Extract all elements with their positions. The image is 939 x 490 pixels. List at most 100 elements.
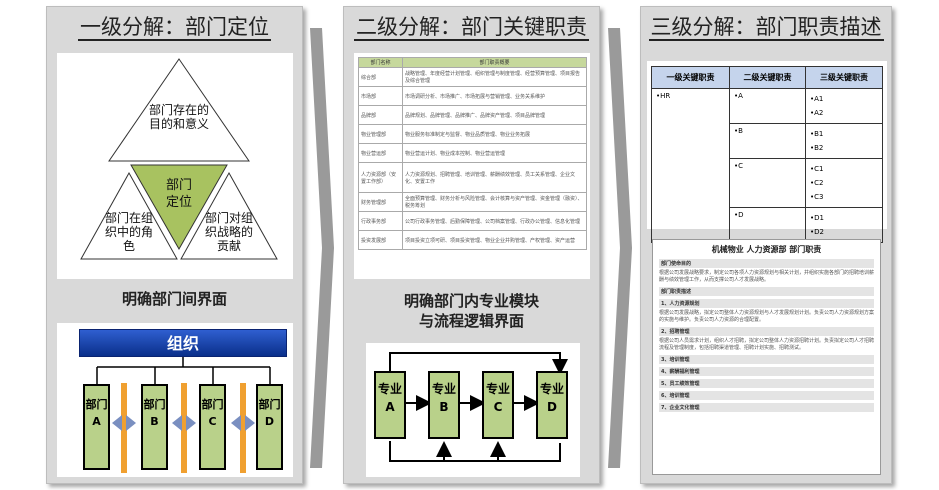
table-row: •HR•A •A1 •A2 (651, 88, 883, 243)
triangle-right (180, 171, 278, 260)
table-row: 市场部市场调研分析、市场推广、市场拓展与营销管理、业务关系维护 (358, 86, 587, 106)
l2-cell: •D (729, 207, 806, 243)
table-row: 投资发展部项目投资立项可研、项目投资管理、物业企业并购管理、产权管理、资产运营 (358, 230, 587, 250)
triangle-left-label: 部门在组织中的角色 (104, 211, 153, 253)
l3-cell: •C1 •C2 •C3 (805, 158, 883, 208)
table-row: 物业管理部物业服务标准制定与监督、物业品质管理、物业业务拓展 (358, 124, 587, 144)
dept-name-cell: 财务管理部 (358, 192, 403, 212)
org-diagram: 组织 部门A 部门B 部门 (57, 323, 293, 477)
l1-cell: •HR (651, 88, 730, 243)
dept-c: 部门C (199, 384, 226, 470)
l3-item: •D2 (810, 228, 824, 236)
l2-cell: •A (729, 88, 806, 124)
l3-item: •D1 (810, 214, 824, 222)
duty-summary-cell: 人力资源规划、招聘管理、培训管理、薪酬绩效管理、员工关系管理、企业文化、安置工作 (402, 162, 587, 193)
col-header-duty: 部门职责概要 (402, 57, 587, 68)
col-header-l1: 一级关键职责 (651, 66, 730, 89)
triangle-center-label: 部门定位 (165, 178, 192, 210)
panel2-caption-text: 明确部门内专业模块与流程逻辑界面 (403, 292, 539, 330)
l3-item: •B2 (810, 144, 824, 152)
doc-section-heading: 5、员工绩效管理 (659, 379, 874, 388)
doc-section-heading: 3、培训管理 (659, 355, 874, 364)
table-row: •B •B1 •B2 (652, 123, 883, 159)
interface-arrow-ab (112, 383, 136, 473)
flow-diagram: 专业A 专业B 专业C 专业D (366, 343, 580, 477)
interface-arrow-bc (172, 383, 196, 473)
module-a: 专业A (374, 371, 406, 439)
doc-section-heading: 4、薪酬福利管理 (659, 367, 874, 376)
dept-name-cell: 市场部 (358, 86, 403, 106)
triangle-top (108, 58, 250, 162)
doc-section-heading: 1、人力资源规划 (659, 299, 874, 308)
dept-name-cell: 物业营运部 (358, 143, 403, 163)
doc-section-heading: 6、培训管理 (659, 391, 874, 400)
l2-cell: •B (729, 123, 806, 159)
org-title: 组织 (79, 329, 287, 357)
table-row: 行政事务部公司行政事务管理、后勤保障管理、公司档案管理、行政办公管理、信息化管理 (358, 211, 587, 231)
duty-summary-cell: 公司行政事务管理、后勤保障管理、公司档案管理、行政办公管理、信息化管理 (402, 211, 587, 231)
l3-cell: •B1 •B2 (805, 123, 883, 159)
col-header-l2: 二级关键职责 (729, 66, 806, 89)
panel-title: 一级分解：部门定位 (78, 15, 271, 41)
module-b: 专业B (428, 371, 460, 439)
table-row: 物业营运部物业营运计划、物业成本控制、物业营运管理 (358, 143, 587, 163)
table-row: •D •D1 •D2 (652, 207, 883, 243)
l3-item: •C1 (810, 165, 824, 173)
dept-name-cell: 人力资源部（安置工作部） (358, 162, 403, 193)
doc-section-heading: 部门职责描述 (659, 287, 874, 296)
l3-cell: •D1 •D2 (805, 207, 883, 243)
table-row: 综合部战略管理、年度经营计划管理、组织管理与制度管理、经营预算管理、项目报告及综… (358, 67, 587, 87)
l3-item: •B1 (810, 130, 824, 138)
interface-arrow-cd (231, 383, 255, 473)
dept-name-cell: 品牌部 (358, 105, 403, 125)
triangle-right-label: 部门对组织战略的贡献 (204, 211, 253, 253)
panel-level3: 三级分解：部门职责描述 一级关键职责 二级关键职责 三级关键职责 •HR•A•A… (640, 6, 892, 484)
table-row: 人力资源部（安置工作部）人力资源规划、招聘管理、培训管理、薪酬绩效管理、员工关系… (358, 162, 587, 193)
triangle-left (80, 171, 178, 260)
duty-summary-cell: 战略管理、年度经营计划管理、组织管理与制度管理、经营预算管理、项目报告及综合管理 (402, 67, 587, 87)
l3-cell: •A1 •A2 (805, 88, 883, 124)
l3-item: •A2 (810, 109, 824, 117)
panel-title: 二级分解：部门关键职责 (354, 15, 589, 41)
table-row: 品牌部品牌规划、品牌管理、品牌推广、品牌资产管理、项目品牌管理 (358, 105, 587, 125)
doc-section-text: 根据公司发展战略，拟定公司整体人力资源规划与人才发展规划计划。负责公司人力资源规… (659, 310, 875, 323)
module-c: 专业C (482, 371, 514, 439)
doc-section-heading: 部门使命目的 (659, 259, 874, 268)
table-row: 财务管理部全面预算管理、财务分析与风险管理、会计核算与资产管理、资金管理（融资）… (358, 192, 587, 212)
panel-title: 三级分解：部门职责描述 (648, 15, 884, 41)
duty-document: 机械物业 人力资源部 部门职责 部门使命目的根据公司发展战略要求，制定公司各项人… (652, 239, 881, 475)
doc-section-text: 根据公司人员需求计划，组织人才招聘，拟定公司整体人力资源招聘计划。负责拟定公司人… (659, 338, 875, 351)
duty-summary-cell: 市场调研分析、市场推广、市场拓展与营销管理、业务关系维护 (402, 86, 587, 106)
triangle-center (130, 164, 228, 251)
chevron-arrow-1 (310, 28, 334, 468)
dept-d: 部门D (256, 384, 283, 470)
triangle-top-label: 部门存在的目的和意义 (149, 103, 210, 131)
panel-level1: 一级分解：部门定位 部门存在的目的和意义 部门定位 部门在组织中的角色 部门对组… (46, 6, 303, 484)
duty-summary-cell: 全面预算管理、财务分析与风险管理、会计核算与资产管理、资金管理（融资）、税务筹划 (402, 192, 587, 212)
duty-summary-cell: 物业服务标准制定与监督、物业品质管理、物业业务拓展 (402, 124, 587, 144)
doc-title: 机械物业 人力资源部 部门职责 (711, 245, 822, 254)
l3-item: •C3 (810, 193, 824, 201)
panel1-caption: 明确部门间界面 (121, 290, 227, 308)
l3-item: •C2 (810, 179, 824, 187)
duty-summary-cell: 品牌规划、品牌管理、品牌推广、品牌资产管理、项目品牌管理 (402, 105, 587, 125)
dept-name-cell: 综合部 (358, 67, 403, 87)
panel2-caption: 明确部门内专业模块与流程逻辑界面 (344, 291, 599, 331)
col-header-dept: 部门名称 (358, 57, 403, 68)
chevron-arrow-2 (608, 28, 632, 468)
dept-a: 部门A (83, 384, 110, 470)
doc-section-heading: 7、企业文化管理 (659, 403, 874, 412)
triangle-diagram: 部门存在的目的和意义 部门定位 部门在组织中的角色 部门对组织战略的贡献 (57, 53, 293, 279)
module-d: 专业D (536, 371, 568, 439)
doc-section-heading: 2、招聘管理 (659, 327, 874, 336)
doc-section-text: 根据公司发展战略要求，制定公司各项人力资源规划与相关计划，并组织实施各部门的招聘… (659, 270, 875, 283)
col-header-l3: 三级关键职责 (805, 66, 883, 89)
duty-summary-cell: 项目投资立项可研、项目投资管理、物业企业并购管理、产权管理、资产运营 (402, 230, 587, 250)
duty-table: 部门名称 部门职责概要 综合部战略管理、年度经营计划管理、组织管理与制度管理、经… (358, 57, 587, 250)
dept-name-cell: 投资发展部 (358, 230, 403, 250)
l2-cell: •C (729, 158, 806, 208)
table-row: •C •C1 •C2 •C3 (652, 158, 883, 208)
dept-name-cell: 行政事务部 (358, 211, 403, 231)
duty-summary-cell: 物业营运计划、物业成本控制、物业营运管理 (402, 143, 587, 163)
l3-item: •A1 (810, 95, 824, 103)
